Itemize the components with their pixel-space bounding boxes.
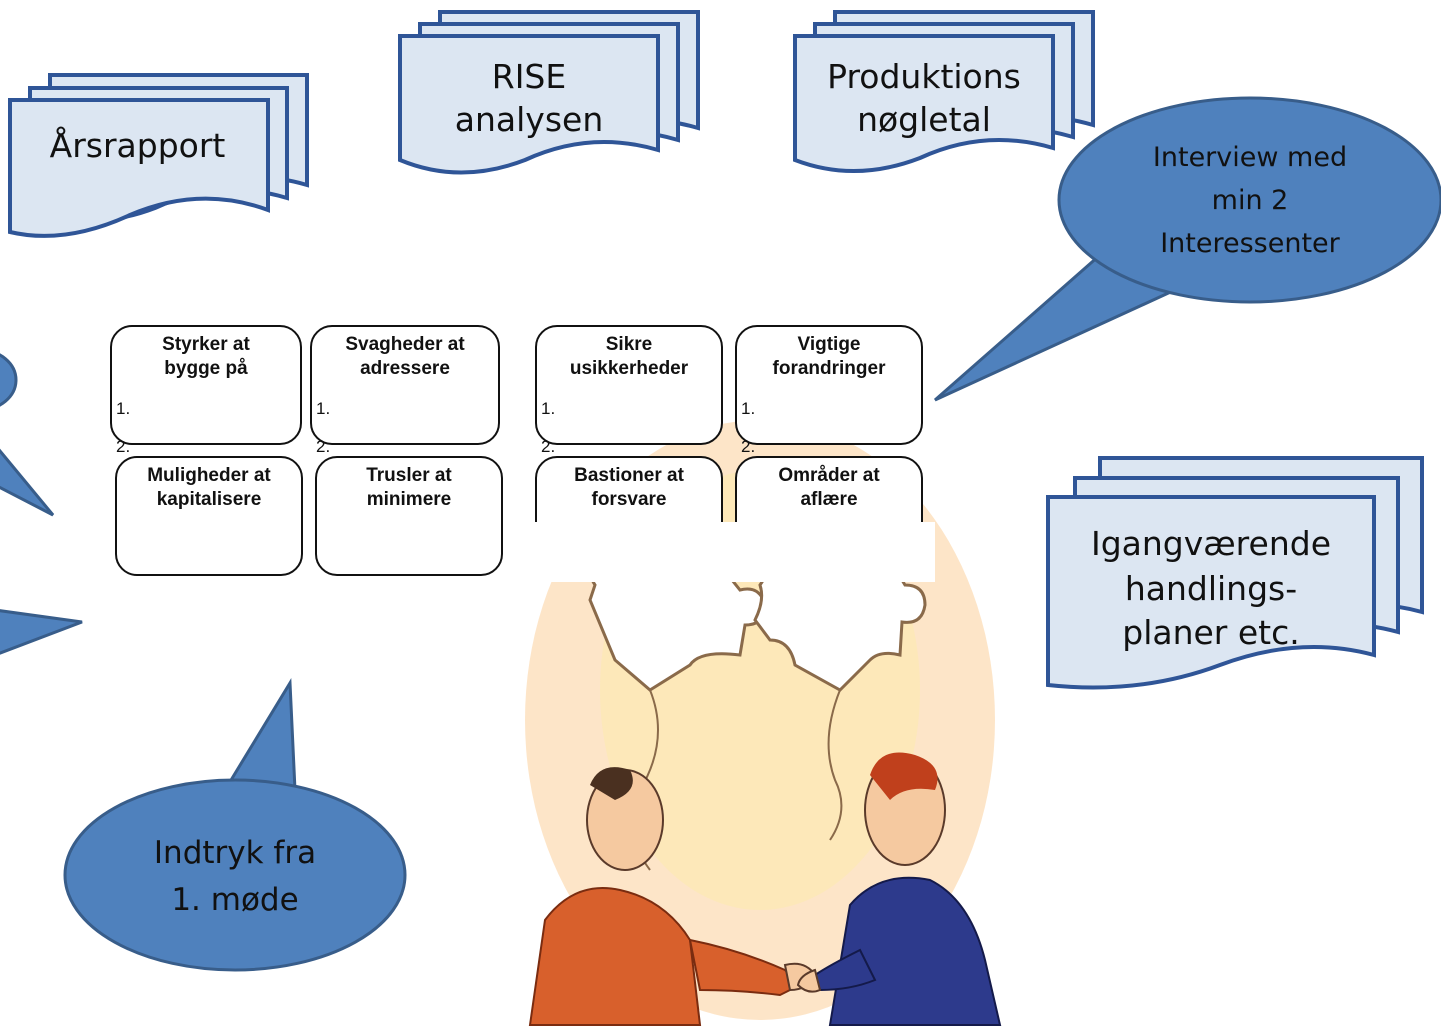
- callout-interview-line-3: Interessenter: [1160, 228, 1340, 260]
- box-svagheder-title: Svagheder at adressere: [345, 334, 465, 379]
- box-sikre-title: Sikre usikkerheder: [569, 334, 689, 379]
- callout-interview-line-1: Interview med: [1152, 142, 1348, 173]
- box-svagheder-item-1: 1.: [316, 399, 331, 418]
- box-sikre: Sikre usikkerheder 1. 2.: [535, 325, 723, 456]
- doc-igangvaerende-label: Igangværende handlings- planer etc.: [1048, 522, 1374, 656]
- doc-rise-line-1: RISE: [491, 57, 567, 96]
- document-stack-rise: [398, 10, 700, 175]
- box-styrker-item-1: 1.: [116, 399, 131, 418]
- box-trusler-title: Trusler at minimere: [366, 465, 452, 510]
- box-vigtige: Vigtige forandringer 1. 2.: [735, 325, 923, 456]
- document-stack-arsrapport: [8, 73, 309, 238]
- box-muligheder: Muligheder at kapitalisere: [115, 456, 303, 576]
- doc-rise-label: RISE analysen: [400, 56, 658, 142]
- box-svagheder-item-2: 2.: [316, 437, 331, 456]
- callout-indtryk-line-2: 1. møde: [171, 881, 299, 918]
- document-stack-igangvaerende: [1046, 456, 1424, 690]
- callout-indtryk: [63, 678, 407, 972]
- doc-igangvaerende-line-1: Igangværende: [1090, 524, 1331, 563]
- doc-arsrapport-label: Årsrapport: [49, 126, 226, 165]
- callout-interview-line-2: min 2: [1211, 185, 1289, 217]
- document-stack-produktion: [793, 10, 1095, 173]
- box-omraader-title: Områder at aflære: [778, 465, 880, 510]
- box-vigtige-item-1: 1.: [741, 399, 756, 418]
- box-svagheder: Svagheder at adressere 1. 2.: [310, 325, 500, 456]
- callout-indtryk-label: Indtryk fra 1. møde: [120, 830, 350, 923]
- callout-interview: [934, 96, 1441, 402]
- doc-produktion-line-1: Produktions: [827, 57, 1021, 96]
- illustration-backdrop: [525, 522, 935, 582]
- doc-igangvaerende-line-2: handlings-: [1124, 568, 1298, 608]
- doc-rise-line-2: analysen: [454, 99, 604, 139]
- box-bastioner-title: Bastioner at forsvare: [574, 465, 684, 510]
- box-muligheder-title: Muligheder at kapitalisere: [147, 465, 271, 510]
- callout-left-partial: [0, 353, 83, 655]
- box-vigtige-item-2: 2.: [741, 437, 756, 456]
- callout-indtryk-line-1: Indtryk fra: [153, 835, 317, 871]
- doc-produktion-label: Produktions nøgletal: [795, 56, 1053, 142]
- doc-produktion-line-2: nøgletal: [857, 99, 991, 139]
- doc-igangvaerende-line-3: planer etc.: [1122, 613, 1300, 653]
- callout-interview-label: Interview med min 2 Interessenter: [1100, 136, 1400, 266]
- box-trusler: Trusler at minimere: [315, 456, 503, 576]
- box-sikre-item-1: 1.: [541, 399, 556, 418]
- box-sikre-item-2: 2.: [541, 437, 556, 456]
- box-styrker: Styrker at bygge på 1. 2.: [110, 325, 302, 456]
- box-styrker-item-2: 2.: [116, 437, 131, 456]
- box-styrker-title: Styrker at bygge på: [162, 334, 250, 379]
- box-vigtige-title: Vigtige forandringer: [772, 334, 886, 379]
